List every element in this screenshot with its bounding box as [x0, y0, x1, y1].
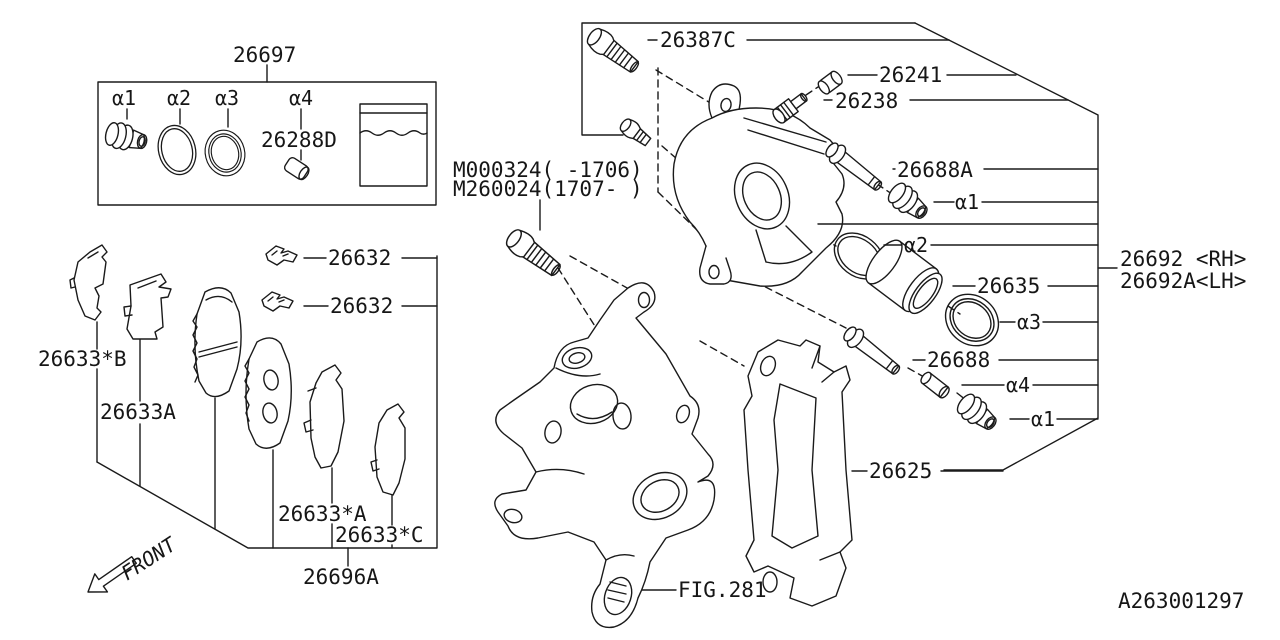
seal-kit-part-number: 26697 [233, 43, 296, 67]
boot-upper-ref: α1 [955, 190, 979, 214]
shim-c-drawing [370, 403, 406, 496]
inner-shim-drawing [123, 273, 172, 340]
mounting-bolt-drawing [501, 199, 566, 282]
pad-kit-box-lines [96, 255, 438, 567]
seal-kit-ref-a1: α1 [112, 86, 136, 110]
boot-lower-ref: α1 [1031, 407, 1055, 431]
pad-kit-number: 26696A [303, 565, 379, 589]
lock-pin-bolt-number: 26387C [660, 28, 736, 52]
bushing-ref: α4 [1006, 373, 1030, 397]
mounting-bolt-number-late: M260024(1707- ) [453, 177, 643, 201]
brake-pad-outer-drawing [192, 287, 242, 398]
seal-kit-ref-a4: α4 [289, 86, 313, 110]
caliper-assembly-bracket-lines [914, 22, 1118, 471]
pin-bushing-drawing [918, 369, 952, 401]
piston-drawing [865, 239, 943, 315]
seal-kit-ref-a2: α2 [167, 86, 191, 110]
lock-pin-bolt-bracket-lines [581, 22, 950, 136]
pin-boot-upper-drawing [883, 178, 934, 226]
outer-shim-number: 26633*B [38, 347, 127, 371]
piston-boot-ref: α3 [1017, 310, 1041, 334]
support-bracket-number: 26625 [869, 459, 932, 483]
pin-boot-lower-drawing [952, 389, 1003, 437]
pad-clip-upper-number: 26632 [328, 246, 391, 270]
piston-seal-kit-drawing [152, 120, 202, 180]
slide-pin-lower-drawing [839, 322, 906, 381]
outer-shim-drawing [69, 244, 108, 321]
slide-pin-lower-number: 26688 [927, 348, 990, 372]
seal-kit-box [97, 64, 437, 206]
brake-pad-inner-drawing [244, 337, 292, 449]
inner-shim-number: 26633A [100, 400, 176, 424]
diagram-id: A263001297 [1118, 589, 1244, 613]
right-leader-lines [823, 74, 1099, 472]
seal-kit-ref-a3: α3 [215, 86, 239, 110]
lock-pin-screw-drawing [616, 115, 654, 150]
caliper-body-drawing [672, 83, 845, 287]
pad-clip-lower-drawing [261, 291, 294, 312]
pad-clip-upper-drawing [265, 245, 298, 266]
mounting-bolt-number-early: M000324( -1706) [453, 158, 643, 182]
piston-seal-ref: α2 [904, 233, 928, 257]
caliper-assembly-lh-number: 26692A<LH> [1120, 269, 1246, 293]
grease-packet-drawing [359, 103, 428, 187]
front-direction-arrow [87, 556, 137, 593]
pad-clip-lower-number: 26632 [330, 294, 393, 318]
shim-c-number: 26633*C [335, 523, 424, 547]
grease-tube-drawing [282, 155, 312, 183]
grease-part-number: 26288D [261, 128, 337, 152]
knuckle-drawing [494, 282, 716, 629]
piston-number: 26635 [977, 274, 1040, 298]
piston-boot-kit-drawing [102, 119, 151, 156]
support-bracket-drawing [743, 339, 853, 607]
lock-pin-bolt-drawing [582, 23, 644, 79]
front-direction-label: FRONT [117, 531, 182, 585]
caliper-assembly-rh-number: 26692 <RH> [1120, 247, 1246, 271]
shim-a-number: 26633*A [278, 502, 367, 526]
air-bleeder-screw-number: 26238 [835, 89, 898, 113]
slide-pin-upper-number: 26688A [897, 158, 973, 182]
air-bleeder-cap-number: 26241 [879, 63, 942, 87]
dust-seal-kit-drawing [199, 125, 251, 181]
shim-a-drawing [303, 364, 345, 469]
knuckle-figure-ref: FIG.281 [678, 578, 767, 602]
